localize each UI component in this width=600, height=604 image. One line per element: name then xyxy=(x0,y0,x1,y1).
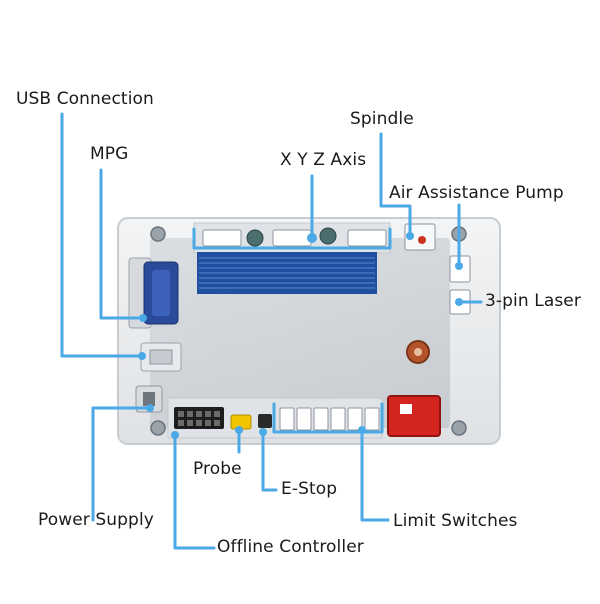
label-mpg: MPG xyxy=(90,144,129,164)
mpg-port-pins xyxy=(152,270,170,316)
heatsink-fins xyxy=(199,257,375,289)
leader-offline xyxy=(173,433,216,550)
label-spindle: Spindle xyxy=(350,109,414,129)
label-power-supply: Power Supply xyxy=(38,510,154,530)
label-usb-connection: USB Connection xyxy=(16,89,154,109)
leader-endpoints xyxy=(138,232,463,439)
capacitor-1 xyxy=(246,229,264,247)
offline-controller-header xyxy=(174,407,224,429)
leader-estop xyxy=(261,430,278,492)
usb-port-socket xyxy=(149,349,173,365)
capacitor-2 xyxy=(319,227,337,245)
label-limit-switches: Limit Switches xyxy=(393,511,518,531)
label-offline-controller: Offline Controller xyxy=(217,537,364,557)
leader-limit xyxy=(360,428,390,522)
label-estop: E-Stop xyxy=(281,479,338,499)
leader-power xyxy=(91,406,152,522)
bracket-limit xyxy=(272,402,384,434)
axis-connectors xyxy=(202,229,387,247)
label-3pin-laser: 3-pin Laser xyxy=(485,291,581,311)
limit-switch-connectors xyxy=(279,407,380,431)
leader-mpg xyxy=(99,168,145,320)
spindle-led xyxy=(418,236,426,244)
label-air-assistance-pump: Air Assistance Pump xyxy=(389,183,564,203)
inductor-core xyxy=(414,348,422,356)
leader-usb xyxy=(60,112,144,358)
power-switch xyxy=(387,395,441,437)
leader-lines xyxy=(60,112,483,550)
label-probe: Probe xyxy=(193,459,242,479)
power-switch-mark xyxy=(400,404,412,414)
bracket-axis xyxy=(192,227,392,250)
offline-controller-pins xyxy=(178,411,220,426)
label-xyz-axis: X Y Z Axis xyxy=(280,150,367,170)
estop-connector xyxy=(258,414,272,428)
power-jack-socket xyxy=(143,392,155,406)
leader-spindle xyxy=(379,132,412,238)
